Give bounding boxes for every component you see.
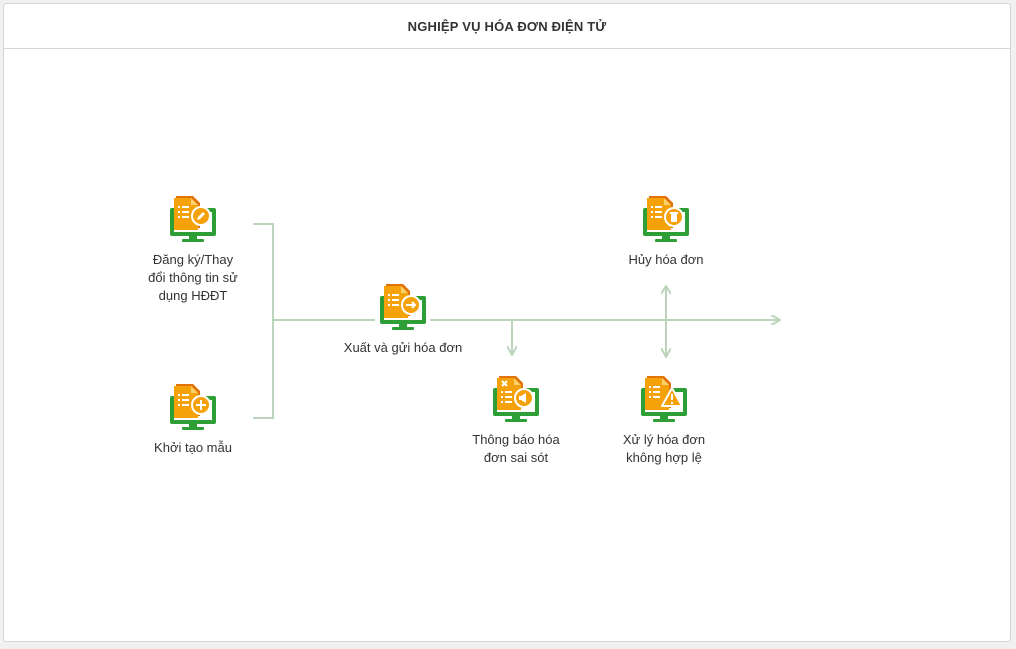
node-error-label-line-1: Thông báo hóa	[472, 432, 560, 447]
node-handle-invalid-invoice[interactable]: Xử lý hóa đơn không hợp lệ	[604, 375, 724, 467]
panel-header: NGHIỆP VỤ HÓA ĐƠN ĐIỆN TỬ	[4, 4, 1010, 49]
node-create-template[interactable]: Khởi tạo mẫu	[133, 383, 253, 457]
node-cancel-label-line-1: Hủy hóa đơn	[628, 252, 704, 267]
node-invalid-label-line-1: Xử lý hóa đơn	[622, 432, 706, 447]
node-invalid-label: Xử lý hóa đơn không hợp lệ	[604, 431, 724, 467]
register-edit-icon	[170, 196, 216, 242]
node-register-label-line-3: dụng HĐĐT	[158, 288, 228, 303]
node-register-label-line-2: đổi thông tin sử	[148, 270, 238, 285]
node-error-notification[interactable]: Thông báo hóa đơn sai sót	[456, 375, 576, 467]
node-register-change-info[interactable]: Đăng ký/Thay đổi thông tin sử dụng HĐĐT	[133, 195, 253, 305]
create-template-plus-icon	[170, 384, 216, 430]
invoice-operations-panel: NGHIỆP VỤ HÓA ĐƠN ĐIỆN TỬ	[3, 3, 1011, 642]
node-issue-label-line-1: Xuất và gửi hóa đơn	[343, 340, 463, 355]
node-invalid-label-line-2: không hợp lệ	[626, 450, 702, 465]
node-template-label: Khởi tạo mẫu	[133, 439, 253, 457]
node-error-label-line-2: đơn sai sót	[483, 450, 549, 465]
node-cancel-invoice[interactable]: Hủy hóa đơn	[606, 195, 726, 269]
cancel-invoice-trash-icon	[643, 196, 689, 242]
node-error-label: Thông báo hóa đơn sai sót	[456, 431, 576, 467]
node-register-label-line-1: Đăng ký/Thay	[152, 252, 234, 267]
issue-invoice-arrow-right-icon	[380, 284, 426, 330]
invalid-invoice-warning-icon	[641, 376, 687, 422]
node-issue-send-invoice[interactable]: Xuất và gửi hóa đơn	[343, 283, 463, 357]
node-cancel-label: Hủy hóa đơn	[606, 251, 726, 269]
node-register-label: Đăng ký/Thay đổi thông tin sử dụng HĐĐT	[133, 251, 253, 305]
page-title: NGHIỆP VỤ HÓA ĐƠN ĐIỆN TỬ	[407, 18, 607, 34]
node-template-label-line-1: Khởi tạo mẫu	[154, 440, 232, 455]
node-issue-label: Xuất và gửi hóa đơn	[323, 339, 483, 357]
error-notification-megaphone-icon	[493, 376, 539, 422]
